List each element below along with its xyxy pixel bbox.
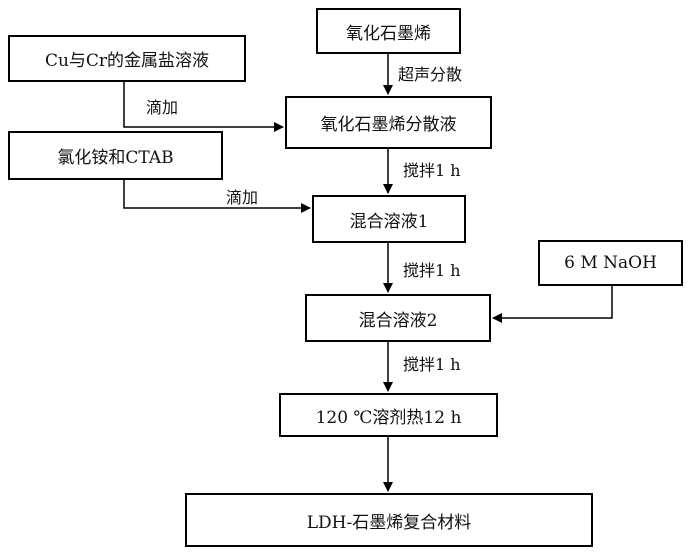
node-nh4cl-ctab: 氯化铵和CTAB — [8, 131, 223, 180]
arrow-naoh-to-mix2 — [493, 286, 612, 318]
label-dropwise-1: 滴加 — [146, 94, 178, 118]
label-stir-1: 搅拌1 h — [403, 157, 461, 181]
node-mixed-solution-2: 混合溶液2 — [305, 294, 491, 342]
node-graphene-oxide: 氧化石墨烯 — [316, 8, 461, 54]
node-naoh: 6 M NaOH — [538, 240, 683, 286]
label-stir-3: 搅拌1 h — [403, 351, 461, 375]
node-ldh-graphene-composite: LDH-石墨烯复合材料 — [185, 493, 593, 547]
label-stir-2: 搅拌1 h — [403, 257, 461, 281]
node-go-dispersion: 氧化石墨烯分散液 — [285, 96, 492, 149]
arrow-ctab-to-mix1 — [124, 180, 310, 208]
label-ultrasonic-dispersion: 超声分散 — [398, 61, 462, 85]
label-dropwise-2: 滴加 — [226, 184, 258, 208]
node-cu-cr-salt-solution: Cu与Cr的金属盐溶液 — [8, 35, 246, 82]
node-solvothermal: 120 ℃溶剂热12 h — [279, 393, 498, 437]
node-mixed-solution-1: 混合溶液1 — [312, 195, 466, 243]
